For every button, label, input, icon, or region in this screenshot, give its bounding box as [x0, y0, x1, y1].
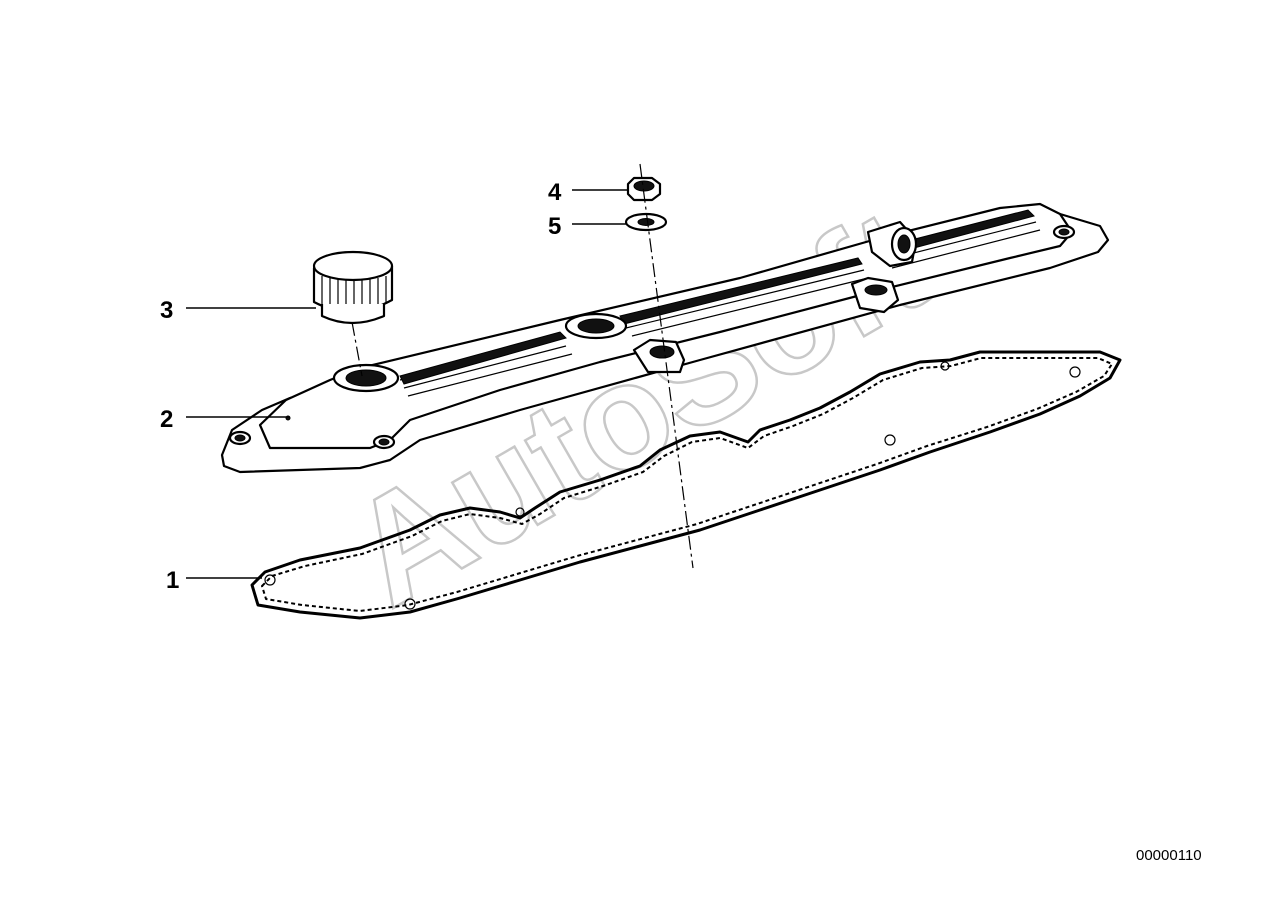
- assembly-axis-cap: [351, 321, 363, 377]
- nut-drawing: [626, 176, 662, 202]
- callout-number-2: 2: [160, 406, 173, 433]
- washer-drawing: [624, 212, 668, 232]
- document-code: 00000110: [1136, 847, 1202, 864]
- callout-number-3: 3: [160, 297, 173, 324]
- callout-number-4: 4: [548, 179, 562, 206]
- callout-number-1: 1: [166, 567, 179, 594]
- callout-number-5: 5: [548, 213, 561, 240]
- gasket-drawing: [250, 350, 1122, 620]
- oil-filler-cap-drawing: [312, 250, 394, 325]
- cylinder-head-cover-drawing: [220, 202, 1110, 474]
- assembly-axis-stud: [639, 163, 694, 569]
